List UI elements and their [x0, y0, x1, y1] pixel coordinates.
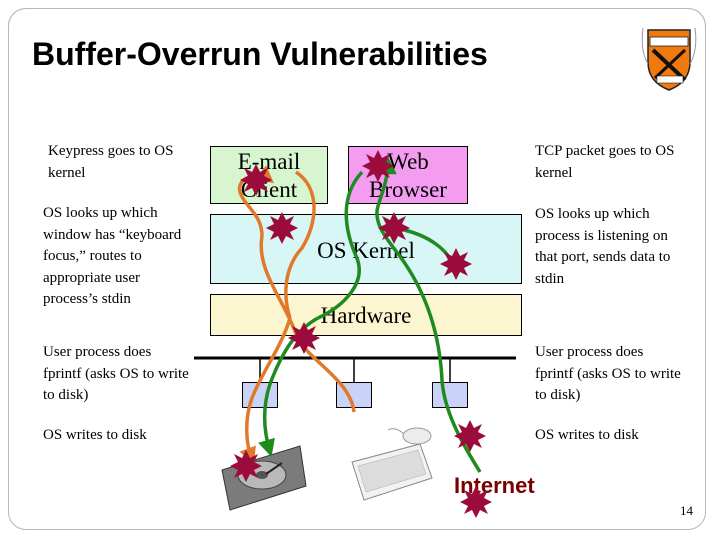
- hardware-box: Hardware: [210, 294, 522, 336]
- right-note-tcp: TCP packet goes to OS kernel: [535, 143, 675, 181]
- right-note-fprintf: User process does fprintf (asks OS to wr…: [535, 344, 681, 403]
- left-note-fprintf: User process does fprintf (asks OS to wr…: [43, 344, 189, 403]
- green-arrow-network-up: [375, 205, 482, 473]
- network-port: [432, 382, 468, 408]
- slide-title: Buffer-Overrun Vulnerabilities: [32, 36, 488, 72]
- orange-arrow-to-disk: [239, 317, 292, 465]
- title-band: [8, 8, 706, 86]
- green-arrow-browser-to-kernel: [317, 170, 364, 320]
- keyboard-icon: [351, 443, 433, 501]
- left-note-focus: OS looks up which window has “keyboard f…: [43, 205, 182, 307]
- mouse-icon: [387, 427, 432, 445]
- page-number: 14: [680, 503, 693, 518]
- right-note-listening: OS looks up which process is listening o…: [535, 206, 671, 287]
- splat-icon: [230, 150, 492, 518]
- green-arrow-kernel-loop: [403, 228, 454, 263]
- left-note-keypress: Keypress goes to OS kernel: [48, 143, 174, 181]
- orange-arrow-email-to-kernel: [284, 170, 316, 319]
- hard-disk-icon: [221, 445, 307, 511]
- left-note-disk: OS writes to disk: [43, 427, 147, 443]
- right-note-disk: OS writes to disk: [535, 427, 639, 443]
- os-kernel-label: OS Kernel: [317, 238, 415, 263]
